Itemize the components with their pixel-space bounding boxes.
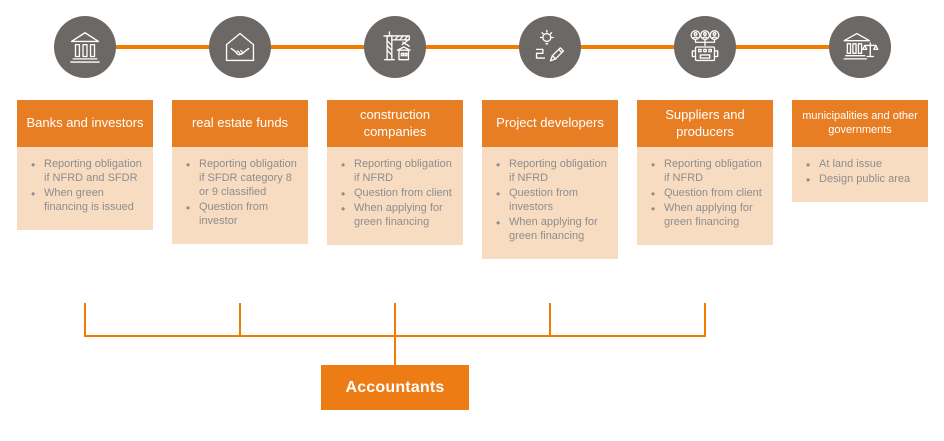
bullet-item: At land issue [806, 158, 922, 173]
bullet-item: Design public area [806, 173, 922, 188]
bullet-item: Reporting obligation if NFRD [496, 158, 612, 186]
column-real-estate-funds: real estate funds Reporting obligation i… [172, 0, 308, 244]
card-bullets: Reporting obligation if NFRD Question fr… [482, 147, 618, 259]
house-handshake-icon [209, 16, 271, 78]
card-construction-companies: construction companies Reporting obligat… [327, 100, 463, 245]
column-municipalities: municipalities and other governments At … [792, 0, 928, 202]
card-title: municipalities and other governments [792, 100, 928, 147]
bracket-tick-construction [394, 303, 396, 335]
column-suppliers-producers: Suppliers and producers Reporting obliga… [637, 0, 773, 245]
icon-connector-line [84, 45, 860, 49]
card-bullets: At land issue Design public area [792, 147, 928, 202]
bullet-item: Reporting obligation if NFRD [341, 158, 457, 186]
card-project-developers: Project developers Reporting obligation … [482, 100, 618, 259]
bullet-item: Question from client [341, 187, 457, 202]
accountants-label: Accountants [345, 378, 445, 396]
card-title: real estate funds [172, 100, 308, 147]
bullet-item: Reporting obligation if NFRD and SFDR [31, 158, 147, 186]
card-real-estate-funds: real estate funds Reporting obligation i… [172, 100, 308, 244]
card-title: construction companies [327, 100, 463, 147]
card-bullets: Reporting obligation if NFRD Question fr… [327, 147, 463, 245]
bullet-item: Reporting obligation if NFRD [651, 158, 767, 186]
bracket-tick-banks [84, 303, 86, 335]
card-title: Suppliers and producers [637, 100, 773, 147]
bullet-item: When applying for green financing [496, 216, 612, 244]
column-banks-investors: Banks and investors Reporting obligation… [17, 0, 153, 230]
card-municipalities: municipalities and other governments At … [792, 100, 928, 202]
stakeholder-columns: Banks and investors Reporting obligation… [17, 0, 928, 259]
card-title: Banks and investors [17, 100, 153, 147]
bracket-tick-real-estate [239, 303, 241, 335]
bracket-tick-suppliers [704, 303, 706, 335]
construction-crane-icon [364, 16, 426, 78]
bullet-item: Reporting obligation if SFDR category 8 … [186, 158, 302, 200]
card-banks-investors: Banks and investors Reporting obligation… [17, 100, 153, 230]
card-bullets: Reporting obligation if NFRD Question fr… [637, 147, 773, 245]
bullet-item: When applying for green financing [651, 202, 767, 230]
bullet-item: Question from client [651, 187, 767, 202]
column-project-developers: Project developers Reporting obligation … [482, 0, 618, 259]
bullet-item: Question from investor [186, 201, 302, 229]
team-machine-icon [674, 16, 736, 78]
idea-pencil-icon [519, 16, 581, 78]
bracket-tick-project-developers [549, 303, 551, 335]
bracket-stem-line [394, 335, 396, 365]
card-bullets: Reporting obligation if NFRD and SFDR Wh… [17, 147, 153, 230]
card-title: Project developers [482, 100, 618, 147]
bullet-item: When green financing is issued [31, 187, 147, 215]
bullet-item: Question from investors [496, 187, 612, 215]
card-bullets: Reporting obligation if SFDR category 8 … [172, 147, 308, 244]
courthouse-scales-icon [829, 16, 891, 78]
card-suppliers-producers: Suppliers and producers Reporting obliga… [637, 100, 773, 245]
column-construction-companies: construction companies Reporting obligat… [327, 0, 463, 245]
accountants-box: Accountants [321, 365, 469, 410]
bullet-item: When applying for green financing [341, 202, 457, 230]
bank-icon [54, 16, 116, 78]
